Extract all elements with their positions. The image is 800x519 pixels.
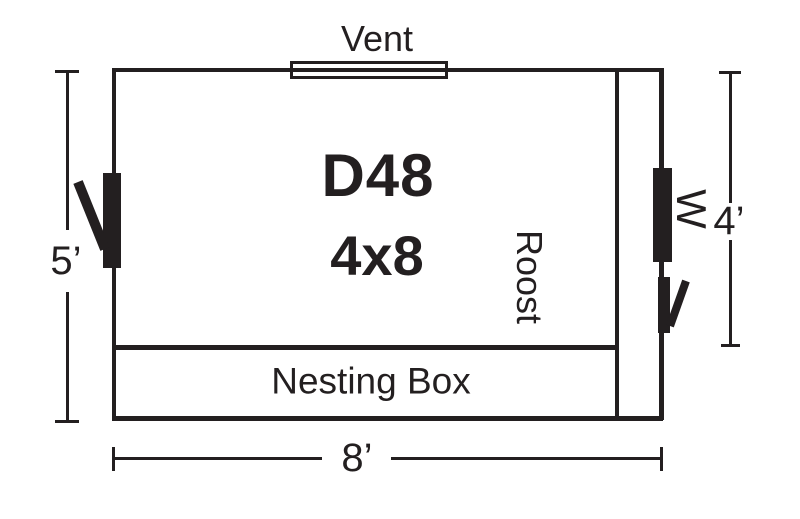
roost-label: Roost [509,229,550,325]
dim-left-line-upper [66,72,69,230]
dim-right-line-lower [729,240,732,346]
left-door-swing-line [73,180,110,251]
right-door-symbol [658,277,670,333]
dim-right-tick-bottom [721,344,740,347]
right-door-swing-line [666,279,690,328]
dim-right-tick-top [719,71,741,74]
vent-symbol [290,61,448,79]
dim-left-line-lower [66,292,69,422]
footprint-label: 4x8 [330,224,424,287]
nesting-box-label: Nesting Box [271,360,471,402]
wall-bottom [112,416,663,421]
dim-right-label: 4’ [713,199,745,243]
right-window-symbol [653,168,672,262]
dim-left-tick-bottom [55,420,79,423]
dim-bottom-line-right [391,457,662,460]
dim-left-label: 5’ [50,239,82,283]
window-label: W [668,189,715,229]
left-door-symbol [103,173,121,268]
model-title: D48 [321,142,435,209]
vent-label: Vent [340,18,414,59]
interior-partition [615,68,619,420]
dim-left-tick-top [55,70,79,73]
dim-bottom-tick-right [660,447,663,471]
dim-right-line-upper [729,73,732,203]
nesting-box-divider [112,345,619,350]
dim-bottom-line-left [114,457,322,460]
dim-bottom-tick-left [112,447,115,471]
dim-bottom-label: 8’ [341,436,373,480]
wall-top [112,68,663,72]
